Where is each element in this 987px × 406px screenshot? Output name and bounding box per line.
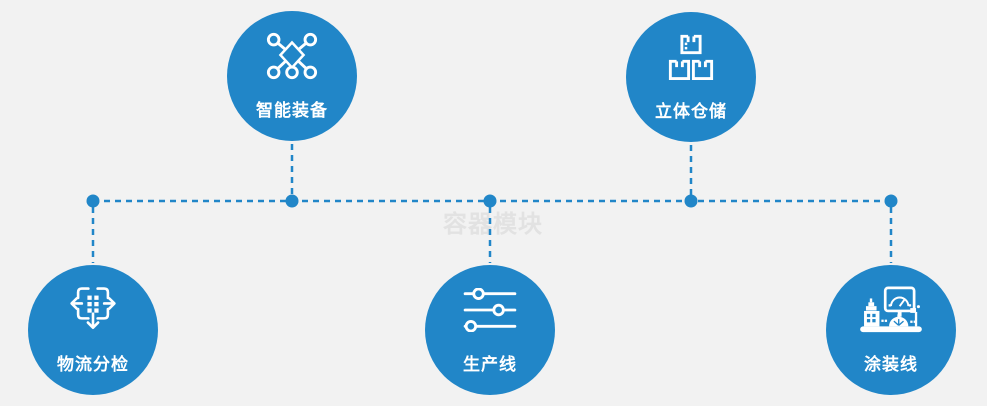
node-label: 物流分检 bbox=[57, 355, 129, 375]
node-production-line[interactable]: 生产线 bbox=[425, 265, 555, 395]
node-label: 立体仓储 bbox=[655, 102, 727, 122]
junction-dot bbox=[483, 194, 497, 208]
node-painting-line[interactable]: 涂装线 bbox=[826, 265, 956, 395]
junction-dot bbox=[684, 194, 698, 208]
network-nodes-icon bbox=[263, 27, 321, 85]
node-logistics-sorting[interactable]: 物流分检 bbox=[28, 265, 158, 395]
node-label: 涂装线 bbox=[864, 355, 918, 375]
stacked-boxes-icon bbox=[664, 28, 718, 86]
node-smart-equipment[interactable]: 智能装备 bbox=[227, 11, 357, 141]
control-station-icon bbox=[858, 281, 924, 339]
node-label: 智能装备 bbox=[256, 101, 328, 121]
junction-dot bbox=[86, 194, 100, 208]
watermark: 容器模块 bbox=[443, 210, 543, 238]
junction-dot bbox=[884, 194, 898, 208]
sort-distribute-icon bbox=[65, 281, 121, 339]
junction-dot bbox=[285, 194, 299, 208]
node-warehouse[interactable]: 立体仓储 bbox=[626, 12, 756, 142]
node-label: 生产线 bbox=[463, 355, 517, 375]
sliders-icon bbox=[462, 281, 518, 339]
